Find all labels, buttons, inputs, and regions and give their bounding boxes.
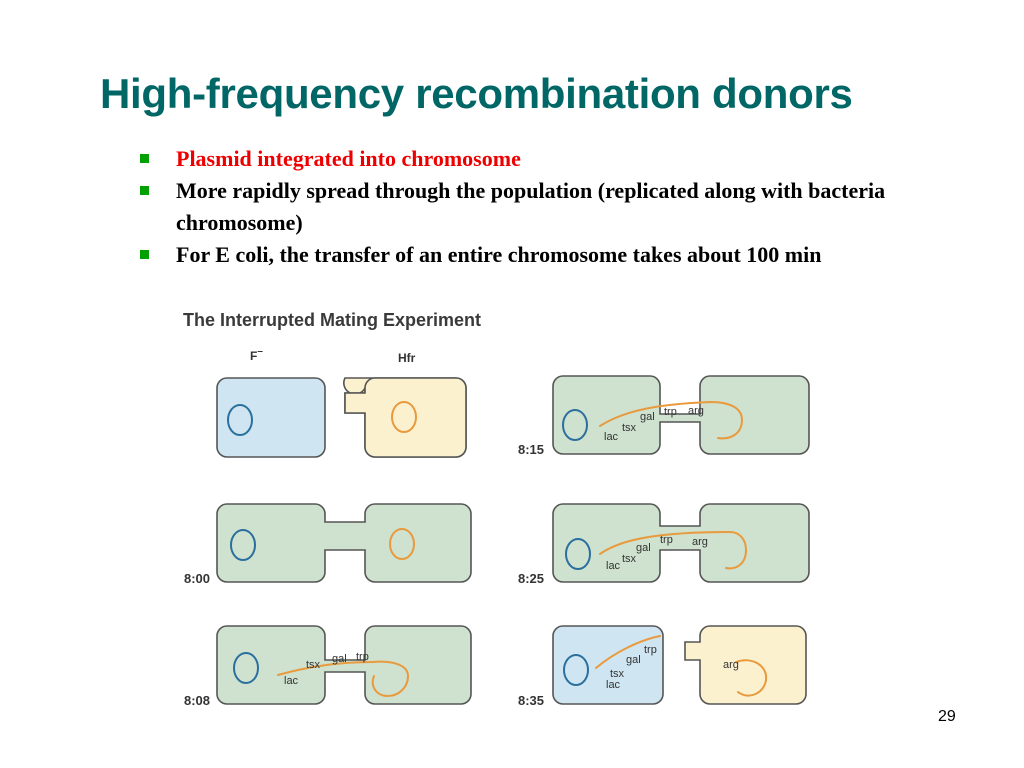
bullet-item: Plasmid integrated into chromosome (140, 143, 920, 175)
panel-8-15: lac tsx gal trp arg 8:15 (518, 375, 810, 457)
transferring-dna (599, 400, 744, 440)
svg-text:lac: lac (606, 679, 621, 691)
f-minus-label: F– (250, 346, 263, 363)
square-bullet-icon (140, 250, 149, 259)
mating-pair (552, 503, 810, 583)
transferring-dna (599, 530, 748, 570)
hfr-label: Hfr (398, 351, 416, 365)
bullet-item: For E coli, the transfer of an entire ch… (140, 239, 920, 271)
gene-label-lac: lac (284, 675, 299, 687)
slide-title: High-frequency recombination donors (100, 70, 853, 117)
gene-label-gal: gal (332, 653, 347, 665)
svg-text:arg: arg (692, 536, 708, 548)
svg-text:trp: trp (664, 406, 677, 418)
time-label: 8:08 (184, 693, 210, 708)
svg-text:tsx: tsx (622, 553, 637, 565)
time-label: 8:00 (184, 571, 210, 586)
panel-8-00: 8:00 (184, 503, 472, 586)
svg-text:tsx: tsx (622, 422, 637, 434)
svg-text:arg: arg (723, 659, 739, 671)
time-label: 8:25 (518, 571, 544, 586)
svg-text:lac: lac (606, 560, 621, 572)
square-bullet-icon (140, 186, 149, 195)
recipient-chromosome (230, 529, 256, 561)
recipient-chromosome (565, 538, 591, 570)
mating-pair (552, 375, 810, 455)
panel-8-35: lac tsx gal trp arg 8:35 (518, 625, 807, 708)
time-label: 8:15 (518, 442, 544, 457)
bullet-text: More rapidly spread through the populati… (176, 178, 886, 235)
bullet-item: More rapidly spread through the populati… (140, 175, 920, 239)
recipient-chromosome (562, 409, 588, 441)
recipient-chromosome (233, 652, 259, 684)
svg-text:tsx: tsx (610, 668, 625, 680)
recipient-cell (552, 625, 664, 705)
svg-text:trp: trp (660, 534, 673, 546)
bullet-text: Plasmid integrated into chromosome (176, 146, 521, 171)
panel-8-08: lac tsx gal trp 8:08 (184, 625, 472, 708)
svg-text:gal: gal (626, 654, 641, 666)
transferred-dna (595, 635, 661, 669)
gene-label-tsx: tsx (306, 659, 321, 671)
donor-chromosome (735, 659, 768, 697)
bullet-text: For E coli, the transfer of an entire ch… (176, 242, 822, 267)
interrupted-mating-figure: F– Hfr 8:00 lac tsx gal trp 8:08 (184, 346, 810, 708)
square-bullet-icon (140, 154, 149, 163)
svg-text:gal: gal (636, 542, 651, 554)
donor-cell (684, 625, 807, 705)
svg-text:trp: trp (644, 644, 657, 656)
recipient-chromosome (563, 654, 589, 686)
time-label: 8:35 (518, 693, 544, 708)
page-number: 29 (938, 708, 956, 725)
mating-pair (216, 503, 472, 583)
svg-text:arg: arg (688, 405, 704, 417)
gene-label-trp: trp (356, 651, 369, 663)
recipient-chromosome (227, 404, 253, 436)
panel-8-25: lac tsx gal trp arg 8:25 (518, 503, 810, 586)
svg-text:lac: lac (604, 431, 619, 443)
panel-initial: F– Hfr (216, 346, 467, 458)
f-minus-cell (216, 377, 326, 458)
mating-pair (216, 625, 472, 705)
svg-text:gal: gal (640, 411, 655, 423)
transferring-dna (277, 660, 410, 698)
figure-title: The Interrupted Mating Experiment (183, 310, 482, 330)
donor-chromosome (391, 401, 417, 433)
donor-chromosome (389, 528, 415, 560)
bullet-list: Plasmid integrated into chromosome More … (140, 143, 920, 271)
